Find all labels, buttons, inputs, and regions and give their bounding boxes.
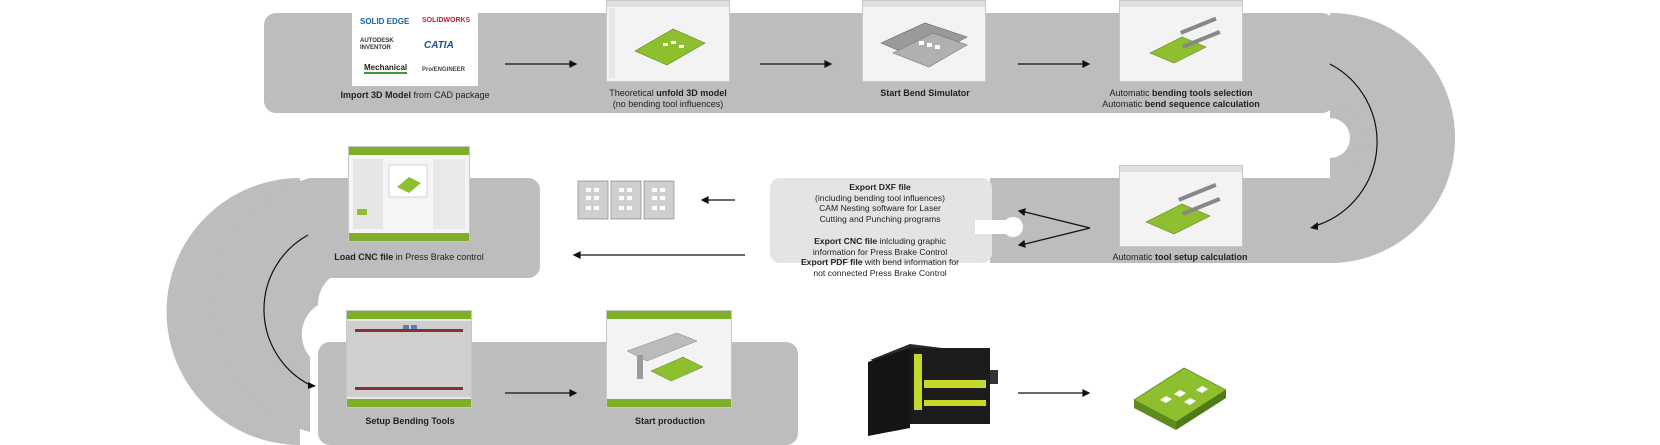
finished-part	[1133, 367, 1227, 430]
step-label-simulator: Start Bend Simulator	[880, 88, 970, 98]
bend-simulator-thumbnail	[862, 0, 986, 82]
step-label-tool-setup: Automatic tool setup calculation	[1112, 252, 1248, 262]
step-label-import: Import 3D Model from CAD package	[340, 90, 490, 100]
logo-solidworks: SOLIDWORKS	[422, 17, 471, 24]
logo-mechanical: Mechanical	[364, 63, 408, 74]
tool-setup-thumbnail	[1119, 165, 1243, 247]
logo-catia: CATIA	[424, 40, 454, 51]
start-production-thumbnail	[606, 310, 732, 408]
auto-tools-thumbnail	[1119, 0, 1243, 82]
setup-tools-thumbnail	[346, 310, 472, 408]
export-dxf-text: Export DXF file (including bending tool …	[815, 182, 945, 224]
step-label-unfold: Theoretical unfold 3D model(no bending t…	[609, 88, 727, 109]
step-label-auto-tools: Automatic bending tools selection Automa…	[1102, 88, 1260, 109]
export-cnc-pdf-text: Export CNC file inlcluding graphic infor…	[800, 236, 960, 278]
dxf-flat-parts	[577, 180, 675, 220]
step-label-start-production: Start production	[635, 416, 705, 426]
step-label-setup-tools: Setup Bending Tools	[365, 416, 455, 426]
logo-solid-edge: SOLID EDGE	[360, 17, 410, 26]
press-brake-control-thumbnail	[348, 146, 470, 242]
step-label-load-cnc: Load CNC file in Press Brake control	[334, 252, 484, 262]
press-brake-machine	[868, 344, 998, 436]
cad-logos-panel: SOLID EDGE SOLIDWORKS AUTODESK INVENTOR …	[352, 10, 478, 86]
logo-inventor: AUTODESK INVENTOR	[360, 38, 394, 51]
logo-pro-engineer: Pro/ENGINEER	[422, 67, 466, 73]
unfold-3d-thumbnail	[606, 0, 730, 82]
